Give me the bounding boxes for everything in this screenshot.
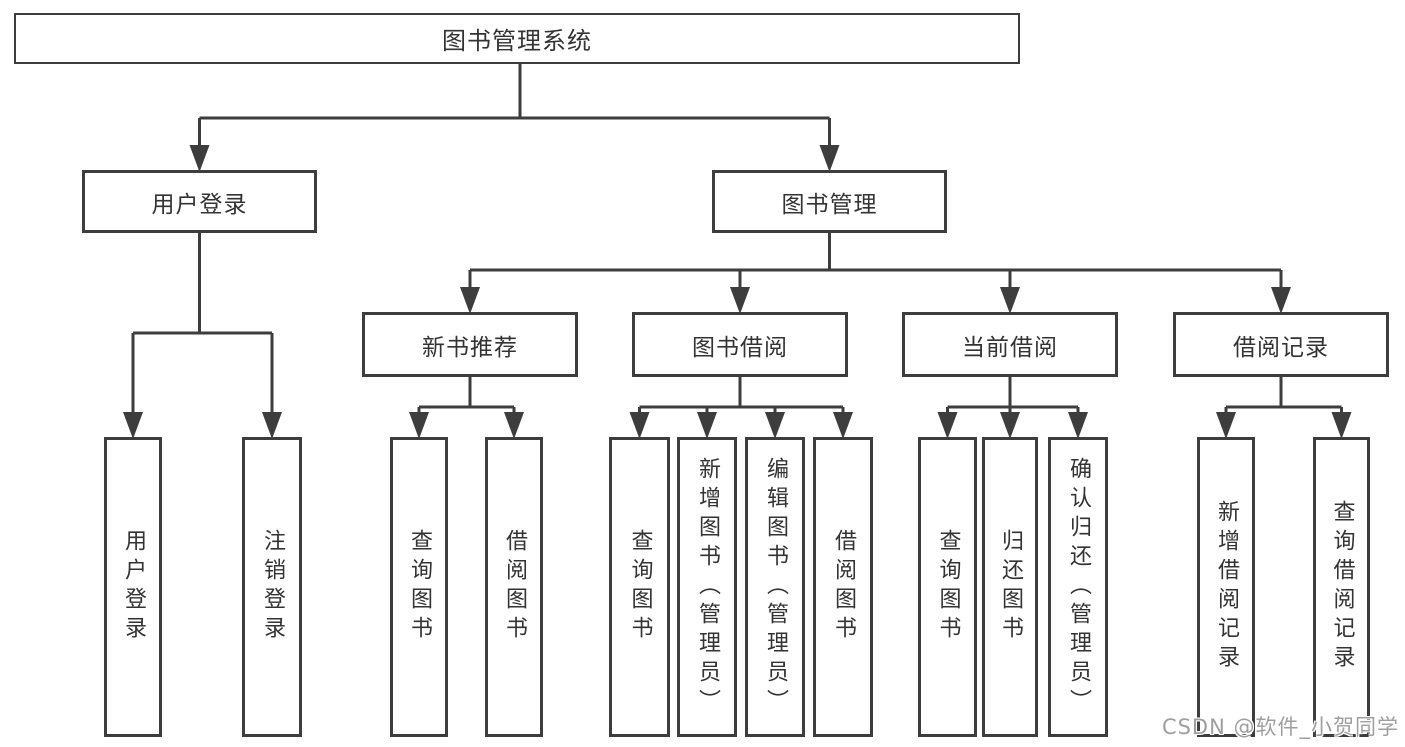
leaf-br-query-record: 查询借阅记录 [1313,437,1370,737]
leaf-cb-query-books: 查询图书 [918,437,977,737]
node-book-management: 图书管理 [712,170,947,233]
leaf-rec-query-books: 查询图书 [390,437,448,737]
leaf-bb-query-books: 查询图书 [609,437,670,737]
leaf-bb-borrow-books: 借阅图书 [813,437,873,737]
leaf-cb-return-books: 归还图书 [982,437,1038,737]
leaf-cb-confirm-return-admin: 确认归还（管理员） [1048,437,1108,737]
leaf-bb-add-books-admin: 新增图书（管理员） [677,437,737,737]
node-book-borrow: 图书借阅 [632,312,848,377]
leaf-bb-edit-books-admin: 编辑图书（管理员） [745,437,805,737]
node-user-login: 用户登录 [82,170,317,233]
watermark: CSDN @软件_小贺同学 [1161,715,1399,739]
node-borrow-records: 借阅记录 [1173,312,1389,377]
node-new-book-recommend: 新书推荐 [362,312,578,377]
leaf-logout: 注销登录 [242,437,302,737]
node-current-borrow: 当前借阅 [902,312,1118,377]
leaf-br-add-record: 新增借阅记录 [1197,437,1255,737]
node-root: 图书管理系统 [14,13,1020,64]
leaf-rec-borrow-books: 借阅图书 [485,437,543,737]
leaf-user-login: 用户登录 [104,437,162,737]
